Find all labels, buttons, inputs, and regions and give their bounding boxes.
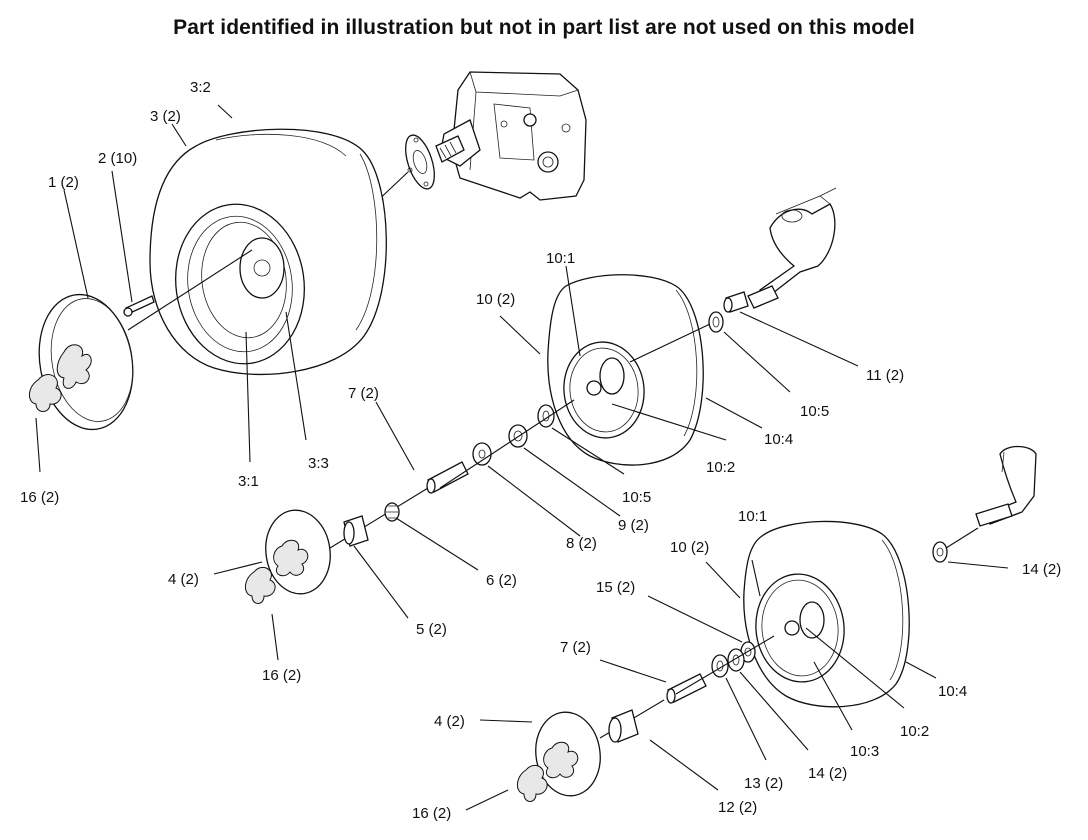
- washer-9: [508, 424, 528, 448]
- label-14-lower: 14 (2): [808, 765, 847, 782]
- nut-6: [384, 502, 400, 522]
- washer-13: [711, 654, 729, 678]
- label-10-4-upper: 10:4: [764, 431, 793, 448]
- label-10-qty-lower: 10 (2): [670, 539, 709, 556]
- decal-16-mid: [245, 567, 276, 604]
- axle-line-front-upper: [629, 323, 711, 363]
- axle-bolt-7-lower: [666, 673, 707, 704]
- page-title: Part identified in illustration but not …: [173, 16, 915, 39]
- decal-16-lower: [517, 765, 548, 802]
- hubcap-4-lower: [535, 711, 601, 797]
- label-10-1-upper: 10:1: [546, 250, 575, 267]
- label-8: 8 (2): [566, 535, 597, 552]
- label-10-5-lower: 10:5: [622, 489, 651, 506]
- transmission-housing: [405, 71, 587, 201]
- lug-bolt: [123, 295, 155, 317]
- label-5: 5 (2): [416, 621, 447, 638]
- label-6: 6 (2): [486, 572, 517, 589]
- axle-line-rear: [127, 249, 253, 331]
- label-10-4-lower: 10:4: [938, 683, 967, 700]
- rear-hubcap: [38, 293, 134, 431]
- label-10-2-lower: 10:2: [900, 723, 929, 740]
- label-11: 11 (2): [866, 367, 904, 384]
- label-1-qty: 1 (2): [48, 174, 79, 191]
- washer-8: [472, 442, 492, 466]
- label-16-lower: 16 (2): [412, 805, 451, 822]
- label-4-lower: 4 (2): [434, 713, 465, 730]
- washer-10-5-upper: [708, 311, 724, 333]
- label-16-mid: 16 (2): [262, 667, 301, 684]
- rear-decal: [29, 374, 62, 412]
- axle-line-lower-right: [945, 527, 979, 549]
- label-16-rear: 16 (2): [20, 489, 59, 506]
- callout-labels: 3:2 3 (2) 2 (10) 1 (2) 16 (2) 3:1 3:3 7 …: [20, 79, 1061, 822]
- bushing-12: [608, 709, 639, 743]
- washer-14-left: [727, 648, 745, 672]
- hubcap-4-upper: [265, 509, 331, 595]
- spindle-lower: [975, 445, 1037, 527]
- label-12: 12 (2): [718, 799, 757, 816]
- label-3-2: 3:2: [190, 79, 211, 96]
- spindle-upper: [723, 187, 837, 313]
- axle-line-front-lower: [675, 635, 775, 695]
- label-14-right: 14 (2): [1022, 561, 1061, 578]
- front-wheel-lower: [743, 520, 910, 708]
- label-3-qty: 3 (2): [150, 108, 181, 125]
- label-3-1: 3:1: [238, 473, 259, 490]
- leader-lines: [35, 104, 1009, 811]
- axle-bolt-7-upper: [426, 461, 469, 494]
- label-2-qty: 2 (10): [98, 150, 137, 167]
- label-4-upper: 4 (2): [168, 571, 199, 588]
- washer-14-right: [932, 541, 948, 563]
- label-10-1-lower: 10:1: [738, 508, 767, 525]
- front-wheel-upper: [547, 274, 704, 466]
- label-10-3: 10:3: [850, 743, 879, 760]
- label-10-qty-upper: 10 (2): [476, 291, 515, 308]
- label-10-5-upper: 10:5: [800, 403, 829, 420]
- axle-line-front-upper-2: [439, 399, 575, 489]
- label-13: 13 (2): [744, 775, 783, 792]
- label-3-3: 3:3: [308, 455, 329, 472]
- rear-wheel-assembly: [149, 128, 387, 376]
- label-15: 15 (2): [596, 579, 635, 596]
- label-7-upper: 7 (2): [348, 385, 379, 402]
- washer-10-5-lower: [537, 404, 555, 428]
- label-9: 9 (2): [618, 517, 649, 534]
- label-10-2-upper: 10:2: [706, 459, 735, 476]
- label-7-lower: 7 (2): [560, 639, 591, 656]
- bushing-5: [343, 515, 369, 547]
